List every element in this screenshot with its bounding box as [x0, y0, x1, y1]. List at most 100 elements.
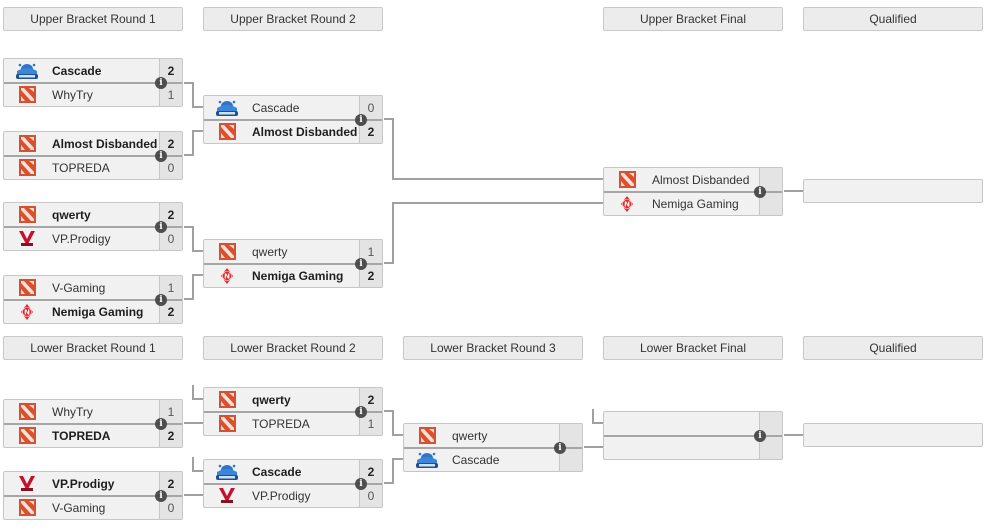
- team-slot-top[interactable]: Cascade 2: [204, 460, 382, 483]
- info-icon[interactable]: i: [155, 221, 167, 233]
- team-name[interactable]: Almost Disbanded: [652, 173, 750, 187]
- team-name[interactable]: Cascade: [252, 101, 300, 115]
- info-icon[interactable]: i: [355, 478, 367, 490]
- cascade-logo-icon: [14, 62, 40, 80]
- connector: [192, 130, 194, 156]
- team-name[interactable]: Nemiga Gaming: [52, 305, 144, 319]
- team-slot-top[interactable]: V-Gaming 1: [4, 276, 182, 299]
- team-name[interactable]: Cascade: [252, 465, 302, 479]
- header-lower-round-2: Lower Bracket Round 2: [203, 336, 383, 360]
- team-slot-bottom[interactable]: VP.Prodigy 0: [4, 227, 182, 250]
- header-lower-round-1: Lower Bracket Round 1: [3, 336, 183, 360]
- connector: [192, 274, 194, 300]
- connector: [192, 398, 204, 400]
- team-score: 2: [367, 125, 375, 139]
- team-score: 0: [167, 232, 175, 246]
- info-icon[interactable]: i: [155, 418, 167, 430]
- team-name[interactable]: Almost Disbanded: [52, 137, 158, 151]
- team-name[interactable]: qwerty: [52, 208, 91, 222]
- team-name[interactable]: VP.Prodigy: [52, 232, 111, 246]
- connector: [392, 118, 394, 180]
- connector: [392, 410, 394, 436]
- team-slot-bottom[interactable]: Cascade: [404, 448, 582, 471]
- team-name[interactable]: TOPREDA: [252, 417, 310, 431]
- info-icon[interactable]: i: [155, 77, 167, 89]
- team-name[interactable]: WhyTry: [52, 405, 93, 419]
- team-name[interactable]: Nemiga Gaming: [252, 269, 344, 283]
- team-name[interactable]: VP.Prodigy: [52, 477, 115, 491]
- info-icon[interactable]: i: [355, 114, 367, 126]
- team-slot-bottom[interactable]: Almost Disbanded 2: [204, 120, 382, 143]
- team-name[interactable]: Almost Disbanded: [252, 125, 358, 139]
- info-icon[interactable]: i: [355, 406, 367, 418]
- team-name[interactable]: Cascade: [52, 64, 102, 78]
- team-score: 2: [367, 465, 375, 479]
- team-name[interactable]: Nemiga Gaming: [652, 197, 739, 211]
- lb-final-match[interactable]: i: [603, 411, 783, 460]
- connector: [192, 470, 204, 472]
- dota-logo-icon: [14, 279, 40, 297]
- connector: [192, 226, 194, 252]
- info-icon[interactable]: i: [754, 186, 766, 198]
- info-icon[interactable]: i: [355, 258, 367, 270]
- connector: [192, 274, 204, 276]
- header-upper-round-2: Upper Bracket Round 2: [203, 7, 383, 31]
- team-name[interactable]: V-Gaming: [52, 281, 106, 295]
- team-score: 1: [167, 281, 175, 295]
- connector: [592, 422, 604, 424]
- empty-logo-icon: [614, 439, 640, 457]
- team-name[interactable]: WhyTry: [52, 88, 93, 102]
- team-name[interactable]: qwerty: [252, 245, 288, 259]
- info-icon[interactable]: i: [754, 430, 766, 442]
- info-icon[interactable]: i: [155, 294, 167, 306]
- team-name[interactable]: TOPREDA: [52, 429, 111, 443]
- team-name[interactable]: V-Gaming: [52, 501, 106, 515]
- connector: [384, 482, 394, 484]
- team-name[interactable]: qwerty: [452, 429, 488, 443]
- match-divider: [4, 299, 182, 301]
- vp-logo-icon: [14, 475, 40, 493]
- connector: [392, 202, 604, 204]
- dota-logo-icon: [14, 159, 40, 177]
- team-name[interactable]: qwerty: [252, 393, 291, 407]
- team-name[interactable]: VP.Prodigy: [252, 489, 311, 503]
- team-slot-top[interactable]: Almost Disbanded: [604, 168, 782, 191]
- svg-text:N: N: [24, 309, 30, 317]
- team-name[interactable]: TOPREDA: [52, 161, 110, 175]
- team-slot-top[interactable]: qwerty: [404, 424, 582, 447]
- info-icon[interactable]: i: [554, 442, 566, 454]
- info-icon[interactable]: i: [155, 490, 167, 502]
- info-icon[interactable]: i: [155, 150, 167, 162]
- match-divider: [204, 263, 382, 265]
- team-name[interactable]: Cascade: [452, 453, 500, 467]
